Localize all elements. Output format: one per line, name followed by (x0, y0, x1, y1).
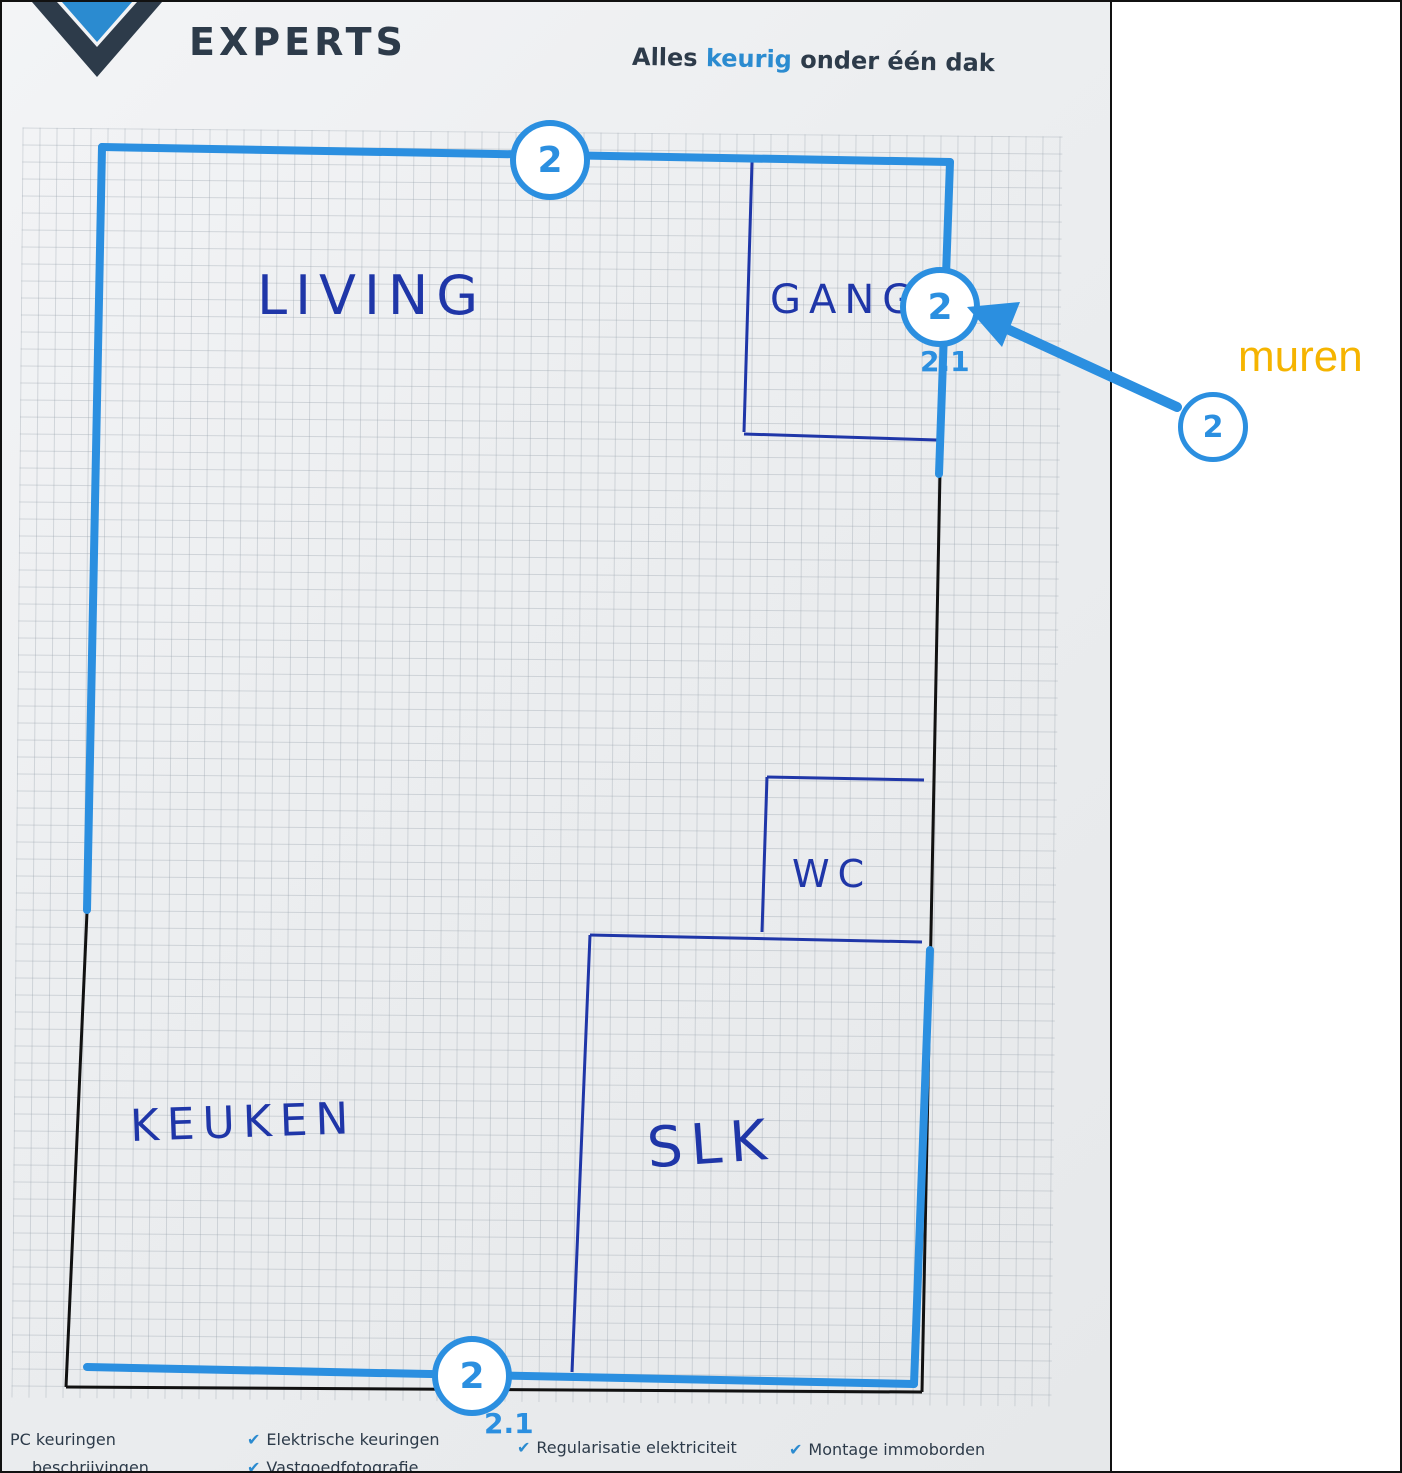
service-item: beschrijvingen (32, 1458, 149, 1471)
check-icon: ✔ (247, 1430, 261, 1449)
service-label: Montage immoborden (808, 1440, 986, 1459)
side-label-muren: muren (1238, 332, 1363, 381)
annotation-sublabel-right: 2.1 (920, 345, 970, 378)
wc-wall-left (760, 776, 769, 933)
service-label: Vastgoedfotografie (266, 1458, 419, 1471)
floor-plan-photo: EXPERTS Alles keurig onder één dak (2, 2, 1112, 1471)
check-icon: ✔ (789, 1440, 803, 1459)
diamond-logo-icon (32, 2, 162, 77)
annotation-badge-pointer[interactable]: 2 (1178, 392, 1248, 462)
service-item: ✔ Vastgoedfotografie (247, 1458, 418, 1471)
slk-wall-left (570, 934, 592, 1373)
annotation-badge-bottom[interactable]: 2 (432, 1336, 512, 1416)
slk-wall-top (589, 933, 923, 944)
room-label-gang: GANG (770, 277, 922, 323)
service-label: Regularisatie elektriciteit (536, 1438, 737, 1457)
brand-name: EXPERTS (189, 20, 407, 64)
check-icon: ✔ (247, 1458, 261, 1471)
annotation-badge-right[interactable]: 2 (900, 267, 980, 347)
check-icon: ✔ (517, 1438, 531, 1457)
wall-highlight-left (83, 143, 106, 914)
wc-wall-top (766, 775, 925, 782)
gang-wall-left (742, 161, 754, 433)
annotation-sublabel-bottom: 2.1 (484, 1407, 534, 1440)
service-item: PC keuringen (10, 1430, 116, 1449)
wall-highlight-right-lower (910, 946, 934, 1388)
service-item: ✔ Regularisatie elektriciteit (517, 1438, 737, 1457)
outer-wall-left-black (64, 911, 89, 1388)
service-item: ✔ Montage immoborden (789, 1440, 985, 1459)
room-label-wc: WC (792, 852, 873, 896)
gang-wall-bottom (743, 432, 938, 442)
annotation-badge-top[interactable]: 2 (510, 120, 590, 200)
service-label: PC keuringen (10, 1430, 116, 1449)
service-item: ✔ Elektrische keuringen (247, 1430, 440, 1449)
room-label-living: LIVING (257, 264, 487, 327)
outer-wall-right-black (920, 471, 942, 1393)
service-label: Elektrische keuringen (266, 1430, 440, 1449)
service-label: beschrijvingen (32, 1458, 149, 1471)
